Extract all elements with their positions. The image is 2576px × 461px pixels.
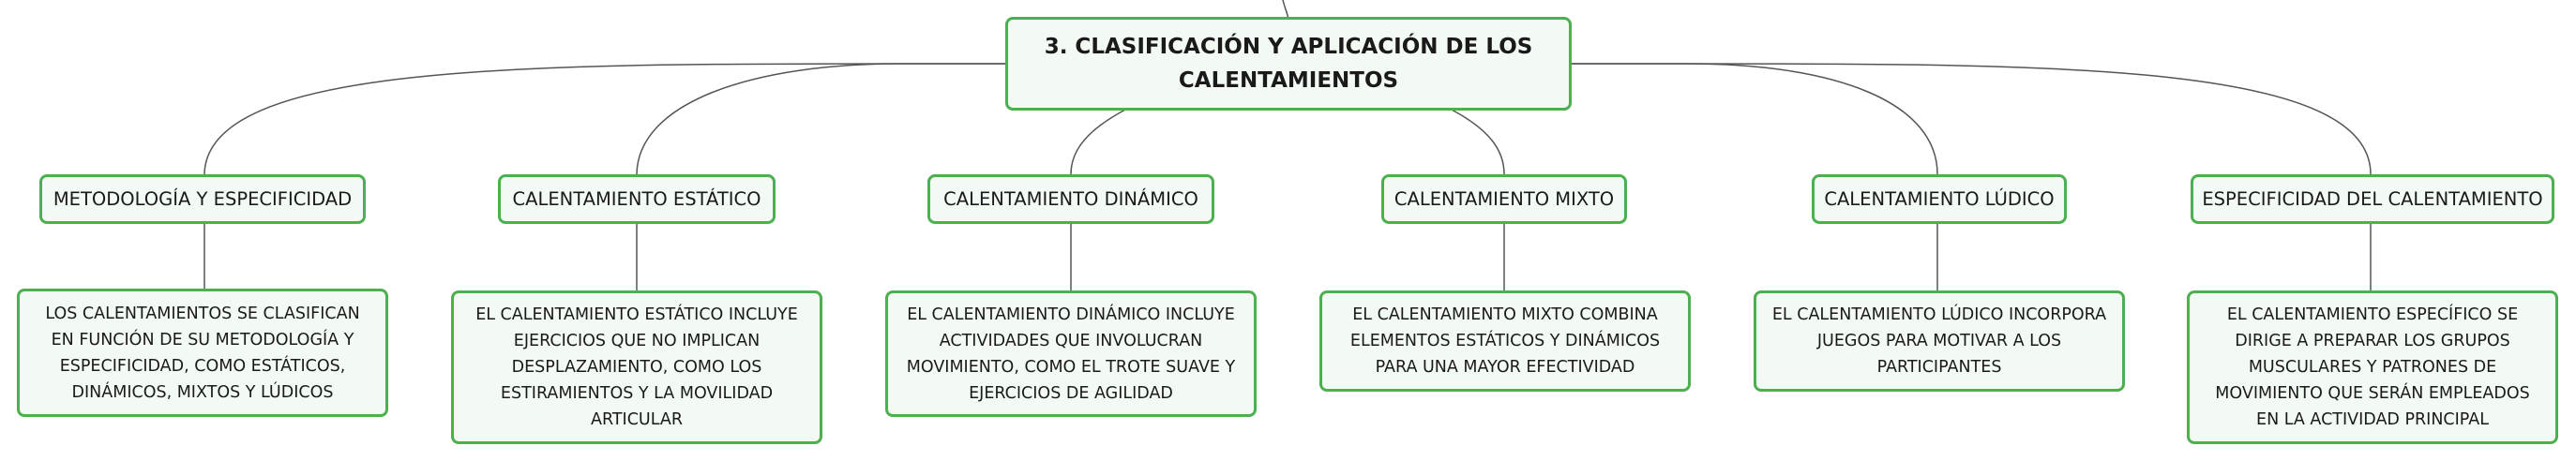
connector-root-branch-3 [1070, 108, 1128, 175]
description-ludico[interactable]: EL CALENTAMIENTO LÚDICO INCORPORA JUEGOS… [1754, 290, 2125, 392]
branch-label: ESPECIFICIDAD DEL CALENTAMIENTO [2202, 188, 2543, 210]
description-mixto[interactable]: EL CALENTAMIENTO MIXTO COMBINA ELEMENTOS… [1319, 290, 1691, 392]
description-text: EL CALENTAMIENTO MIXTO COMBINA ELEMENTOS… [1349, 305, 1661, 377]
connector-root-branch-1 [203, 63, 1008, 175]
connector-root-top [1282, 0, 1289, 20]
description-estatico[interactable]: EL CALENTAMIENTO ESTÁTICO INCLUYE EJERCI… [451, 290, 822, 444]
branch-especificidad[interactable]: ESPECIFICIDAD DEL CALENTAMIENTO [2191, 174, 2554, 224]
description-text: EL CALENTAMIENTO DINÁMICO INCLUYE ACTIVI… [906, 305, 1236, 403]
description-text: EL CALENTAMIENTO ESTÁTICO INCLUYE EJERCI… [475, 305, 798, 429]
description-text: LOS CALENTAMIENTOS SE CLASIFICAN EN FUNC… [45, 304, 360, 402]
connector-root-branch-2 [636, 63, 1008, 175]
branch-label: METODOLOGÍA Y ESPECIFICIDAD [53, 188, 353, 210]
branch-label: CALENTAMIENTO MIXTO [1393, 188, 1615, 210]
branch-mixto[interactable]: CALENTAMIENTO MIXTO [1381, 174, 1627, 224]
root-topic[interactable]: 3. CLASIFICACIÓN Y APLICACIÓN DE LOS CAL… [1005, 17, 1572, 111]
connector-root-branch-5 [1570, 63, 1938, 175]
branch-estatico[interactable]: CALENTAMIENTO ESTÁTICO [498, 174, 776, 224]
description-text: EL CALENTAMIENTO ESPECÍFICO SE DIRIGE A … [2215, 305, 2530, 429]
description-dinamico[interactable]: EL CALENTAMIENTO DINÁMICO INCLUYE ACTIVI… [885, 290, 1257, 417]
connector-root-branch-4 [1449, 108, 1505, 175]
connector-root-branch-6 [1570, 63, 2372, 175]
description-especificidad[interactable]: EL CALENTAMIENTO ESPECÍFICO SE DIRIGE A … [2187, 290, 2558, 444]
branch-ludico[interactable]: CALENTAMIENTO LÚDICO [1812, 174, 2067, 224]
description-metodologia[interactable]: LOS CALENTAMIENTOS SE CLASIFICAN EN FUNC… [17, 289, 388, 417]
branch-label: CALENTAMIENTO ESTÁTICO [512, 188, 761, 210]
branch-dinamico[interactable]: CALENTAMIENTO DINÁMICO [927, 174, 1214, 224]
branch-metodologia[interactable]: METODOLOGÍA Y ESPECIFICIDAD [39, 174, 366, 224]
root-topic-title: 3. CLASIFICACIÓN Y APLICACIÓN DE LOS CAL… [1044, 35, 1533, 93]
branch-label: CALENTAMIENTO DINÁMICO [943, 188, 1198, 210]
branch-label: CALENTAMIENTO LÚDICO [1824, 188, 2055, 210]
description-text: EL CALENTAMIENTO LÚDICO INCORPORA JUEGOS… [1771, 305, 2107, 377]
